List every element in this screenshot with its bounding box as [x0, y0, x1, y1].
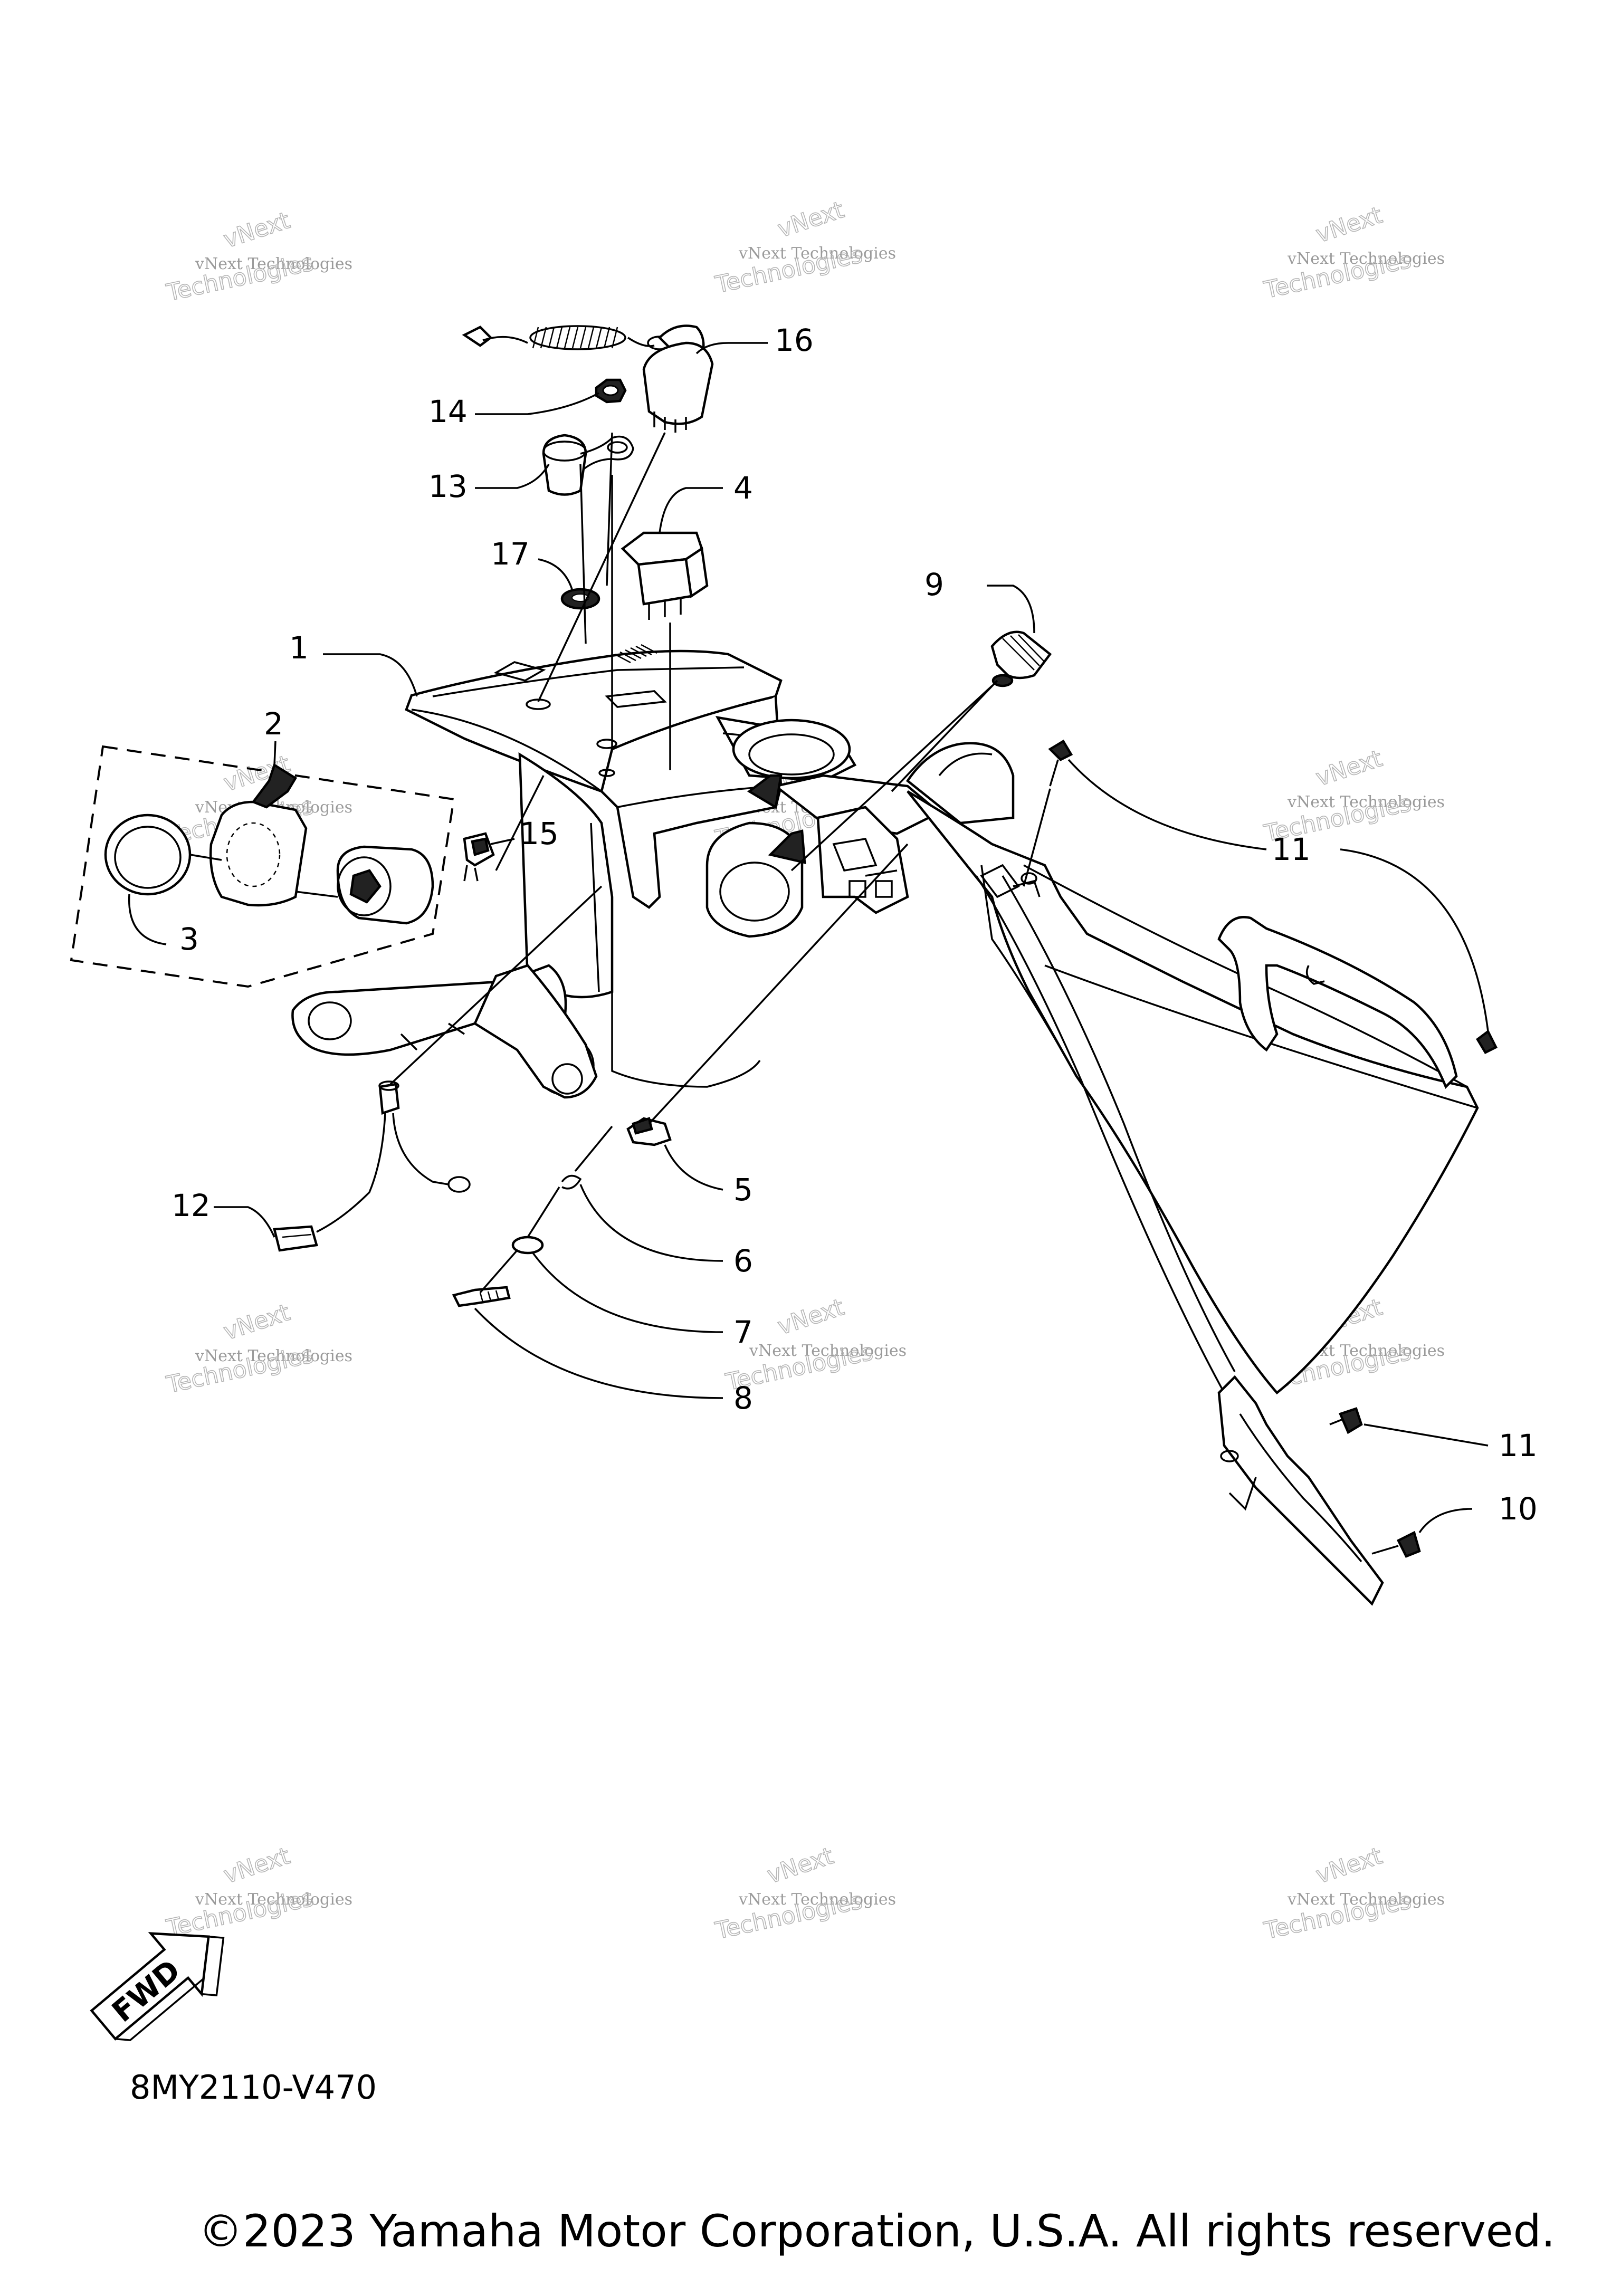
watermark-text: vNext Technologies [738, 1890, 896, 1909]
callout-labels: 1 2 3 4 5 6 7 8 9 10 11 11 12 13 14 15 1… [171, 322, 1538, 1527]
callout-6: 6 [733, 1243, 753, 1279]
callout-9: 9 [924, 567, 944, 602]
part-10-bolt [1371, 1530, 1421, 1558]
part-4-switch [621, 531, 709, 620]
part-9-grip-cap [990, 630, 1052, 687]
callout-11-lower: 11 [1499, 1428, 1538, 1463]
watermark-logo: vNext [221, 1842, 293, 1889]
callout-3: 3 [179, 921, 199, 957]
callout-8: 8 [733, 1380, 753, 1416]
callout-10: 10 [1499, 1491, 1538, 1527]
part-17-grommet [560, 588, 600, 610]
diagram-code: 8MY2110-V470 [130, 2068, 377, 2107]
watermark-text: vNext Technologies [1287, 793, 1445, 811]
assembly-2-group [70, 745, 455, 988]
leader-lines [128, 342, 1489, 1533]
watermark-text: vNext Technologies [195, 1347, 352, 1365]
part-8-bolt [452, 1286, 511, 1307]
watermark-text: vNext Technologies [749, 1342, 907, 1360]
watermark-text: vNext Technologies [738, 244, 896, 263]
callout-5: 5 [733, 1172, 753, 1208]
lanyard-coil [529, 325, 626, 350]
part-16-lanyard-key [462, 324, 714, 433]
part-5-clip [626, 1117, 672, 1146]
part-1-console-cover [291, 644, 1479, 1606]
grip-ribs [614, 644, 657, 664]
part-3-ring [104, 814, 192, 896]
part-14-nut [595, 378, 627, 404]
part-12-harness [273, 1080, 471, 1252]
watermark-logo: vNext [1313, 745, 1386, 791]
copyright-notice: ©2023 Yamaha Motor Corporation, U.S.A. A… [198, 2205, 1556, 2257]
part-11-screw-right [1476, 1029, 1498, 1054]
watermark-12: vNext Technologies vNext Technologies [1261, 1842, 1445, 1945]
watermark-3: vNext Technologies vNext Technologies [1261, 201, 1445, 304]
part-15-sensor [463, 832, 495, 882]
watermark-logo: vNext [221, 207, 293, 253]
watermark-text: vNext Technologies [1287, 1890, 1445, 1909]
watermark-11: vNext Technologies vNext Technologies [712, 1842, 896, 1945]
watermark-text: vNext Technologies [1287, 250, 1445, 268]
watermark-logo: vNext [775, 1294, 847, 1340]
callout-15: 15 [520, 816, 559, 852]
part-11-screw-lower [1329, 1407, 1363, 1434]
callout-17: 17 [491, 536, 530, 572]
watermark-logo: vNext [221, 1299, 293, 1345]
callout-7: 7 [733, 1314, 753, 1350]
callout-16: 16 [775, 322, 814, 358]
part-11-screw-top [1048, 739, 1073, 787]
watermark-logo: vNext [764, 1842, 837, 1889]
watermark-logo: vNext [775, 196, 847, 243]
watermark-1: vNext Technologies vNext Technologies [164, 206, 352, 307]
watermark-text: vNext Technologies [195, 255, 352, 273]
watermark-10: vNext Technologies vNext Technologies [164, 1842, 352, 1942]
callout-4: 4 [733, 470, 753, 506]
part-13-cap [542, 434, 634, 496]
callout-12: 12 [171, 1188, 211, 1223]
watermark-2: vNext Technologies vNext Technologies [712, 196, 896, 299]
callout-13: 13 [428, 468, 468, 504]
callout-2: 2 [264, 706, 283, 742]
part-6-ring [561, 1174, 582, 1190]
watermark-text: vNext Technologies [195, 1890, 352, 1909]
watermark-logo: vNext [1313, 202, 1386, 248]
callout-1: 1 [289, 630, 309, 666]
callout-11-upper: 11 [1272, 831, 1311, 867]
watermark-7: vNext Technologies vNext Technologies [164, 1298, 352, 1399]
watermark-logo: vNext [1313, 1842, 1386, 1889]
callout-14: 14 [428, 394, 468, 429]
